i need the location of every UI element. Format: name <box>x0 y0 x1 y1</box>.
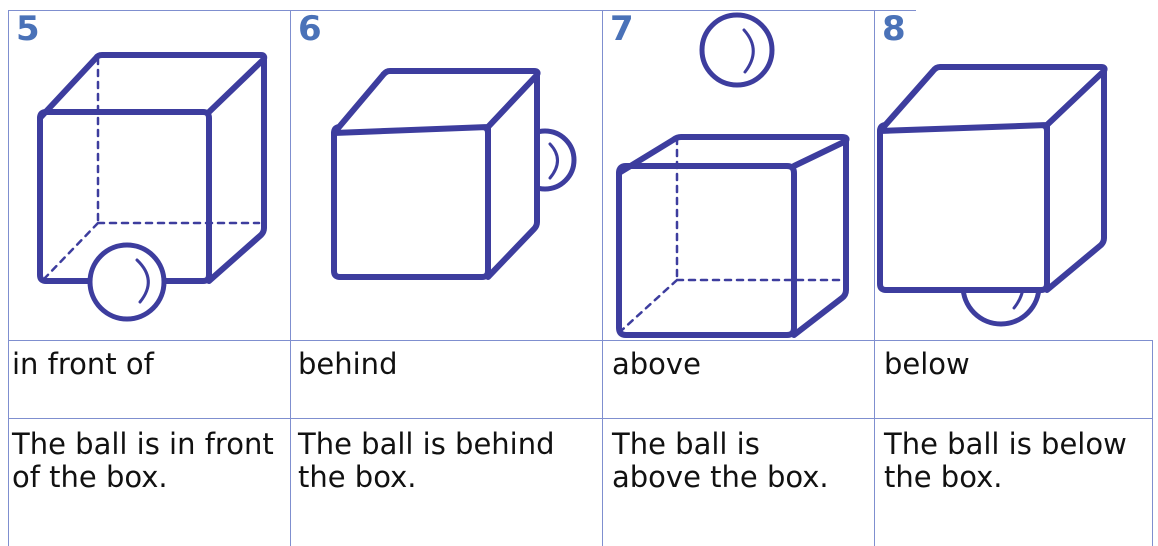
box-hidden-edges <box>620 136 845 332</box>
ball-highlight <box>135 258 150 304</box>
example-sentence: The ball is above the box. <box>612 427 829 495</box>
box-right-face <box>791 138 849 338</box>
preposition-illustrations <box>37 12 1108 338</box>
preposition-label: below <box>884 347 970 381</box>
grid-line <box>874 10 875 546</box>
box-ball-below-illustration <box>877 64 1108 327</box>
box-front-face <box>877 122 1050 293</box>
preposition-label: above <box>612 347 701 381</box>
ball-highlight <box>742 28 755 74</box>
panel-number: 6 <box>298 9 322 49</box>
example-sentence: The ball is below the box. <box>884 427 1127 495</box>
grid-line <box>1152 340 1153 546</box>
grid-line <box>290 10 291 546</box>
grid-line <box>8 10 916 11</box>
grid-line <box>8 10 9 546</box>
box-front-face <box>331 124 491 280</box>
panel-number: 8 <box>882 9 906 49</box>
ball-highlight <box>548 142 559 180</box>
grid-line <box>8 340 1153 341</box>
preposition-label: in front of <box>12 347 154 381</box>
preposition-label: behind <box>298 347 398 381</box>
example-sentence: The ball is in front of the box. <box>12 427 274 495</box>
box-right-face <box>1044 68 1107 293</box>
box-right-face <box>485 72 540 280</box>
box-right-face <box>206 56 267 284</box>
box-ball-front-illustration <box>37 52 268 322</box>
example-sentence: The ball is behind the box. <box>298 427 555 495</box>
box-front-face <box>616 163 797 338</box>
box-hidden-edges <box>41 56 261 282</box>
ball <box>87 242 167 322</box>
box-ball-above-illustration <box>616 12 850 338</box>
panel-number: 7 <box>610 9 634 49</box>
grid-line <box>8 418 1153 419</box>
panel-number: 5 <box>16 9 40 49</box>
box-ball-behind-illustration <box>331 68 577 280</box>
grid-line <box>602 10 603 546</box>
box-top-face <box>37 52 268 121</box>
ball <box>699 12 775 88</box>
